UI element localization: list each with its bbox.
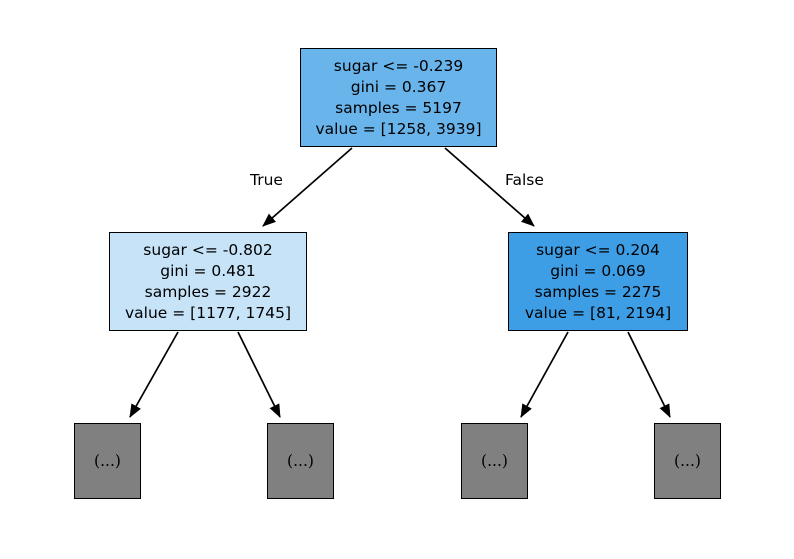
leaf-label: (...) (674, 452, 701, 470)
node-value: value = [81, 2194] (524, 303, 672, 322)
node-samples: samples = 2922 (144, 282, 272, 301)
tree-node-right-child[interactable]: sugar <= 0.204 gini = 0.069 samples = 22… (508, 232, 688, 331)
edge-label-false: False (505, 171, 544, 189)
node-value: value = [1177, 1745] (124, 303, 292, 322)
leaf-label: (...) (287, 452, 314, 470)
node-value: value = [1258, 3939] (315, 119, 482, 138)
node-gini: gini = 0.367 (350, 77, 447, 96)
edge-left-to-leaf-1 (129, 331, 179, 418)
tree-leaf-truncated[interactable]: (...) (74, 423, 141, 499)
node-samples: samples = 2275 (534, 282, 662, 301)
edge-right-to-leaf-3 (520, 331, 569, 418)
tree-node-left-child[interactable]: sugar <= -0.802 gini = 0.481 samples = 2… (109, 232, 307, 331)
node-samples: samples = 5197 (335, 98, 462, 117)
node-condition: sugar <= 0.204 (536, 240, 660, 259)
tree-leaf-truncated[interactable]: (...) (461, 423, 528, 499)
leaf-label: (...) (94, 452, 121, 470)
tree-leaf-truncated[interactable]: (...) (267, 423, 334, 499)
tree-node-root[interactable]: sugar <= -0.239 gini = 0.367 samples = 5… (300, 48, 497, 147)
edge-left-to-leaf-2 (237, 331, 281, 418)
edge-label-true: True (250, 171, 283, 189)
node-gini: gini = 0.069 (550, 261, 646, 280)
tree-leaf-truncated[interactable]: (...) (654, 423, 721, 499)
node-condition: sugar <= -0.239 (333, 56, 464, 75)
leaf-label: (...) (481, 452, 508, 470)
node-condition: sugar <= -0.802 (143, 240, 273, 259)
node-gini: gini = 0.481 (160, 261, 256, 280)
edge-right-to-leaf-4 (627, 331, 671, 418)
